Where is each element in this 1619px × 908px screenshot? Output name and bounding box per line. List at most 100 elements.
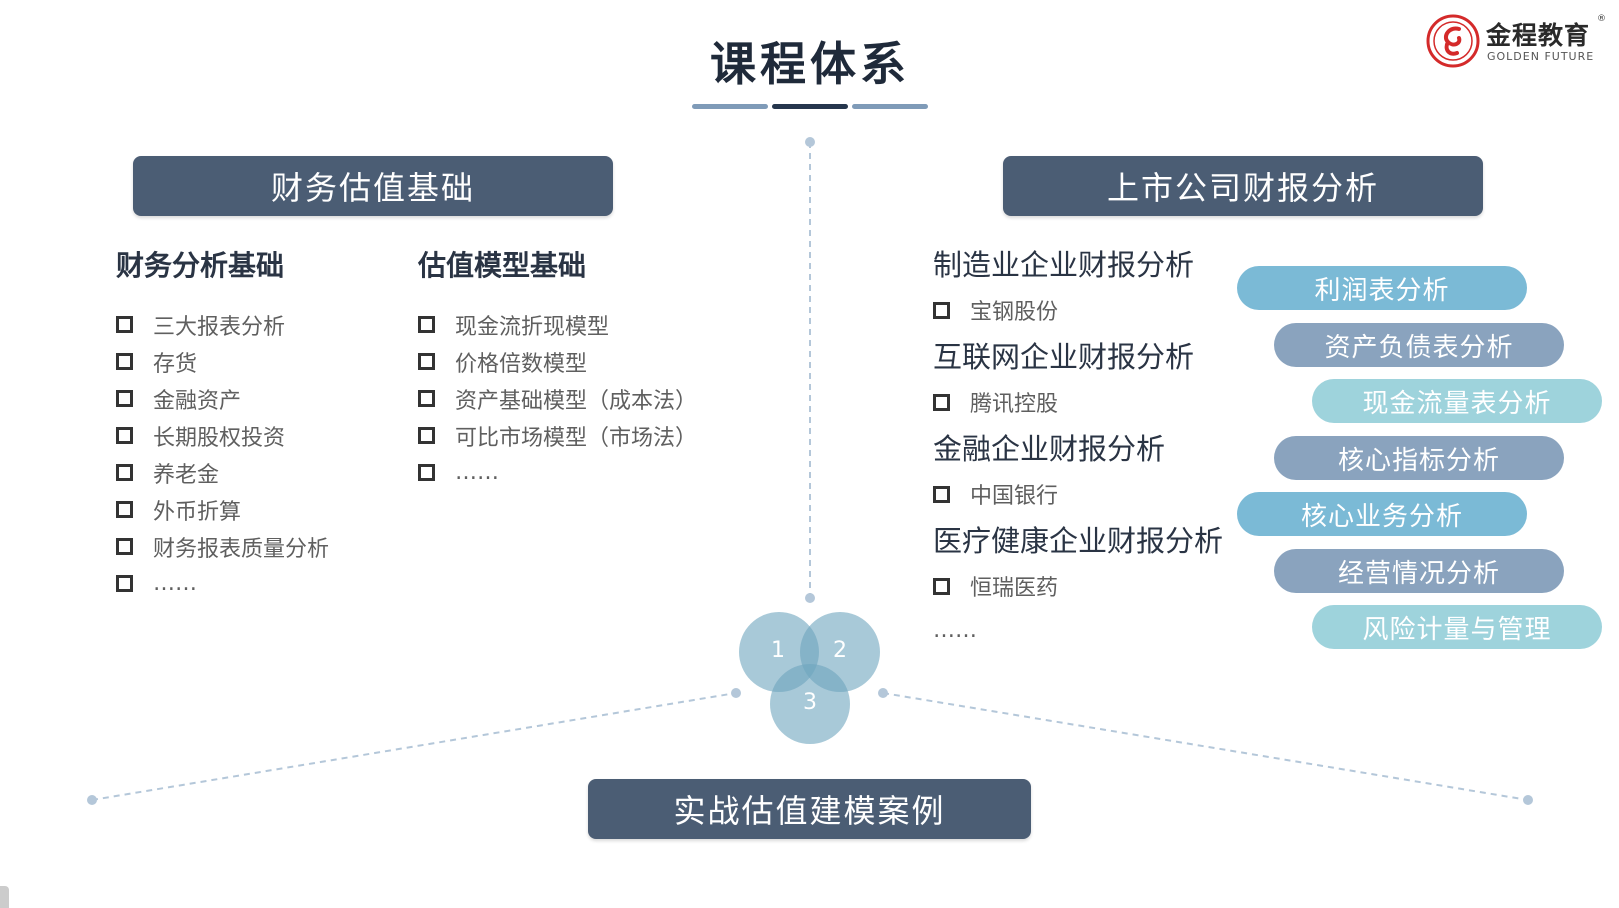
- list-item: 金融资产: [116, 380, 416, 417]
- square-bullet-icon: [418, 353, 435, 370]
- square-bullet-icon: [116, 538, 133, 555]
- square-bullet-icon: [116, 427, 133, 444]
- square-bullet-icon: [933, 301, 950, 319]
- list-item: 资产基础模型（成本法）: [418, 380, 738, 417]
- logo-brand-text: 金程教育: [1486, 21, 1591, 50]
- company-name: 腾讯控股: [970, 392, 1059, 417]
- company-item: 宝钢股份: [933, 286, 1243, 334]
- venn-label-3: 3: [803, 690, 817, 715]
- venn-label-1: 1: [771, 638, 785, 663]
- company-name: 宝钢股份: [970, 300, 1059, 325]
- company-item: 中国银行: [933, 470, 1243, 518]
- square-bullet-icon: [116, 464, 133, 481]
- square-bullet-icon: [933, 485, 950, 503]
- right-section-header-label: 上市公司财报分析: [1106, 169, 1379, 207]
- pill-label: 经营情况分析: [1337, 558, 1500, 589]
- list-item-label: ……: [455, 460, 499, 485]
- company-item: 腾讯控股: [933, 378, 1243, 426]
- company-name: 中国银行: [970, 484, 1059, 509]
- company-name: 恒瑞医药: [970, 576, 1059, 601]
- valuation-model-list: 现金流折现模型 价格倍数模型 资产基础模型（成本法） 可比市场模型（市场法） ……: [418, 306, 738, 491]
- list-item: 价格倍数模型: [418, 343, 738, 380]
- valuation-model-heading: 估值模型基础: [418, 249, 587, 282]
- list-item: 现金流折现模型: [418, 306, 738, 343]
- list-item-label: 金融资产: [153, 388, 242, 414]
- square-bullet-icon: [418, 464, 435, 481]
- pill-label: 风险计量与管理: [1362, 614, 1552, 645]
- pill-label: 利润表分析: [1314, 275, 1450, 306]
- connector-dot-left-end: [87, 795, 97, 805]
- finance-basics-column: 财务分析基础 三大报表分析 存货 金融资产 长期股权投资 养老金 外币折算 财务…: [116, 244, 416, 602]
- list-item: ……: [116, 565, 416, 602]
- square-bullet-icon: [116, 575, 133, 592]
- list-item: 三大报表分析: [116, 306, 416, 343]
- industry-title-healthcare: 医疗健康企业财报分析: [933, 524, 1224, 558]
- square-bullet-icon: [933, 393, 950, 411]
- square-bullet-icon: [116, 353, 133, 370]
- connector-dot-top: [805, 137, 815, 147]
- connector-dot-left-start: [731, 688, 741, 698]
- golden-future-logo-icon: [1426, 14, 1480, 68]
- venn-label-2: 2: [833, 638, 847, 663]
- finance-basics-list: 三大报表分析 存货 金融资产 长期股权投资 养老金 外币折算 财务报表质量分析 …: [116, 306, 416, 602]
- list-item-label: 长期股权投资: [153, 425, 286, 451]
- finance-basics-heading: 财务分析基础: [116, 249, 285, 282]
- list-item: 长期股权投资: [116, 417, 416, 454]
- list-item: 存货: [116, 343, 416, 380]
- analysis-pill-operations: 经营情况分析: [1274, 549, 1564, 593]
- list-item-label: 财务报表质量分析: [153, 536, 330, 562]
- list-item: ……: [418, 454, 738, 491]
- list-item: 外币折算: [116, 491, 416, 528]
- title-underline-right: [852, 104, 928, 109]
- analysis-pill-core-metrics: 核心指标分析: [1274, 436, 1564, 480]
- logo-registered-mark: ®: [1597, 14, 1606, 24]
- list-item-label: 资产基础模型（成本法）: [455, 388, 698, 414]
- connector-dot-mid: [805, 593, 815, 603]
- logo-subtitle-text: GOLDEN FUTURE: [1487, 50, 1595, 63]
- square-bullet-icon: [116, 390, 133, 407]
- pill-label: 核心指标分析: [1337, 445, 1500, 476]
- analysis-pill-cash-flow: 现金流量表分析: [1312, 379, 1602, 423]
- square-bullet-icon: [418, 316, 435, 333]
- valuation-model-column: 估值模型基础 现金流折现模型 价格倍数模型 资产基础模型（成本法） 可比市场模型…: [418, 244, 738, 491]
- venn-circle-3: [770, 664, 850, 744]
- list-item: 可比市场模型（市场法）: [418, 417, 738, 454]
- industry-title-finance: 金融企业财报分析: [933, 432, 1166, 466]
- square-bullet-icon: [933, 577, 950, 595]
- list-item-label: 价格倍数模型: [455, 351, 588, 377]
- left-section-header: 财务估值基础: [133, 156, 613, 216]
- analysis-pill-balance-sheet: 资产负债表分析: [1274, 323, 1564, 367]
- list-item-label: 存货: [153, 351, 198, 377]
- company-item: 恒瑞医药: [933, 562, 1243, 610]
- list-item-label: 养老金: [153, 462, 220, 488]
- list-item-label: ……: [153, 571, 197, 596]
- analysis-pill-risk-management: 风险计量与管理: [1312, 605, 1602, 649]
- connector-dot-right-start: [878, 688, 888, 698]
- page-title: 课程体系: [710, 37, 910, 91]
- list-item-label: 现金流折现模型: [455, 314, 610, 340]
- bottom-section-header-label: 实战估值建模案例: [673, 792, 946, 830]
- square-bullet-icon: [116, 501, 133, 518]
- left-section-header-label: 财务估值基础: [270, 169, 475, 207]
- left-diagonal-connector: [91, 692, 737, 801]
- square-bullet-icon: [418, 390, 435, 407]
- list-item-label: 外币折算: [153, 499, 242, 525]
- pill-label: 核心业务分析: [1300, 501, 1463, 532]
- slide-corner-tab: [0, 886, 9, 908]
- connector-dot-right-end: [1523, 795, 1533, 805]
- more-industries-ellipsis: ……: [933, 617, 977, 643]
- list-item-label: 三大报表分析: [153, 314, 286, 340]
- analysis-pill-income-statement: 利润表分析: [1237, 266, 1527, 310]
- pill-label: 现金流量表分析: [1362, 388, 1552, 419]
- industry-case-list: 制造业企业财报分析 宝钢股份 互联网企业财报分析 腾讯控股 金融企业财报分析 中…: [933, 242, 1243, 650]
- list-item: 养老金: [116, 454, 416, 491]
- pill-label: 资产负债表分析: [1324, 332, 1514, 363]
- title-underline-left: [692, 104, 768, 109]
- analysis-pill-core-business: 核心业务分析: [1237, 492, 1527, 536]
- industry-title-internet: 互联网企业财报分析: [933, 340, 1195, 374]
- list-item: 财务报表质量分析: [116, 528, 416, 565]
- square-bullet-icon: [116, 316, 133, 333]
- list-item-label: 可比市场模型（市场法）: [455, 425, 698, 451]
- industry-title-manufacturing: 制造业企业财报分析: [933, 248, 1195, 282]
